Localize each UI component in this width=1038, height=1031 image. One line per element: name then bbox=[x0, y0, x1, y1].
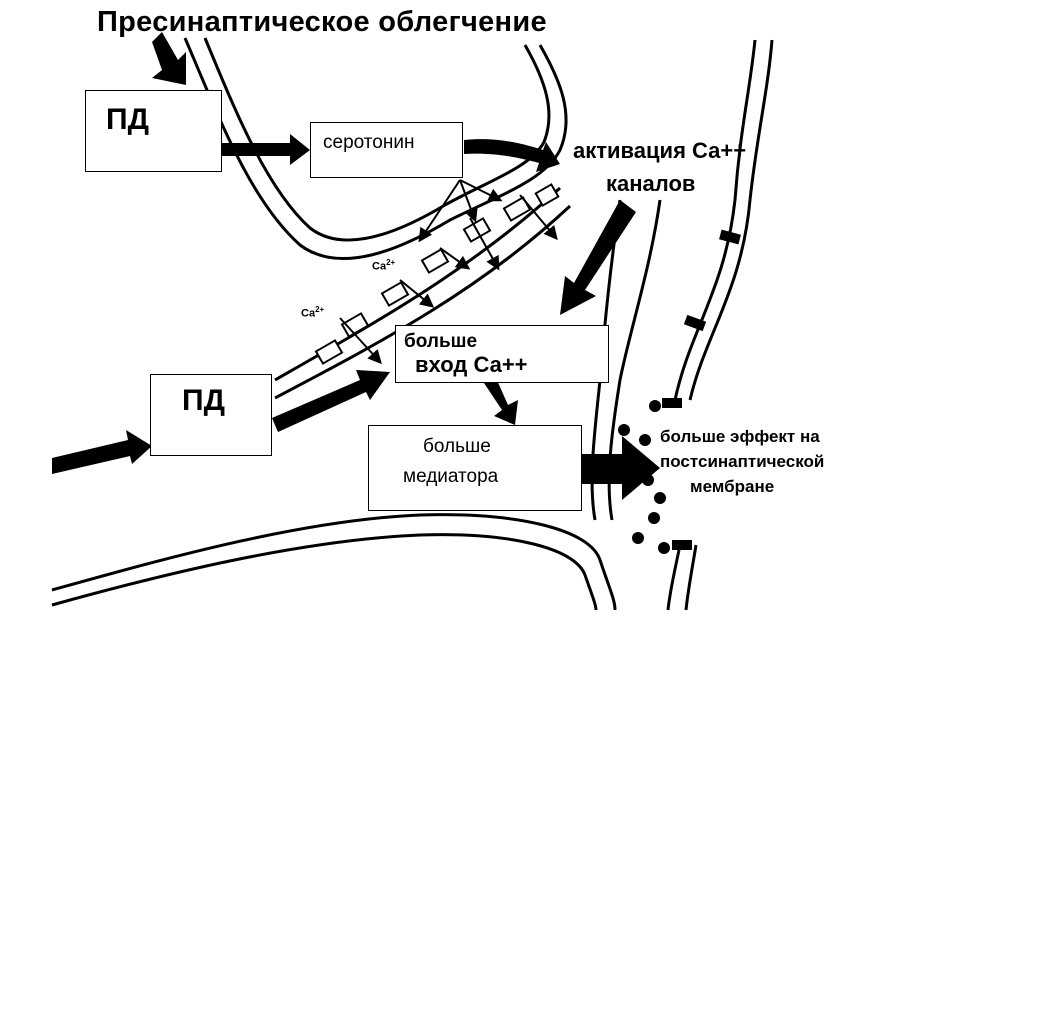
effect-label-line2: постсинаптической bbox=[660, 452, 825, 471]
ca-ion-charge: 2+ bbox=[315, 305, 325, 314]
mediator-vesicle bbox=[618, 400, 670, 554]
calcium-channel bbox=[314, 183, 560, 365]
serotonin-label: серотонин bbox=[323, 132, 415, 153]
more-mediator-box: больше медиатора bbox=[368, 425, 582, 511]
diagram-title: Пресинаптическое облегчение bbox=[97, 6, 547, 38]
effect-label-line1: больше эффект на bbox=[660, 427, 820, 446]
thin-flux-arrow bbox=[339, 179, 558, 365]
serotonin-box: серотонин bbox=[310, 122, 463, 178]
pd-label-bottom: ПД bbox=[182, 384, 225, 417]
more-inflow-line2: вход Са++ bbox=[415, 352, 528, 377]
activation-label-line2: каналов bbox=[606, 171, 696, 196]
postsynaptic-receptor bbox=[662, 229, 741, 550]
pd-box-top: ПД bbox=[85, 90, 222, 172]
ca-ion-charge: 2+ bbox=[386, 258, 396, 267]
more-inflow-line1: больше bbox=[404, 331, 478, 352]
pd-box-bottom: ПД bbox=[150, 374, 272, 456]
more-inflow-box: больше вход Са++ bbox=[395, 325, 609, 383]
pd-label-top: ПД bbox=[106, 103, 149, 136]
effect-label-line3: мембране bbox=[690, 477, 775, 496]
ca-ion-label: Ca2+ bbox=[372, 259, 395, 273]
ca-ion-text: Ca bbox=[301, 307, 316, 320]
presynaptic-membrane bbox=[51, 186, 662, 611]
ca-ion-label: Ca2+ bbox=[301, 306, 324, 320]
flow-arrow bbox=[52, 32, 660, 500]
more-mediator-line1: больше bbox=[423, 436, 491, 457]
more-mediator-line2: медиатора bbox=[403, 466, 499, 487]
postsynaptic-membrane bbox=[666, 39, 774, 611]
activation-label-line1: активация Са++ bbox=[573, 138, 747, 163]
ca-ion-text: Ca bbox=[372, 260, 387, 273]
